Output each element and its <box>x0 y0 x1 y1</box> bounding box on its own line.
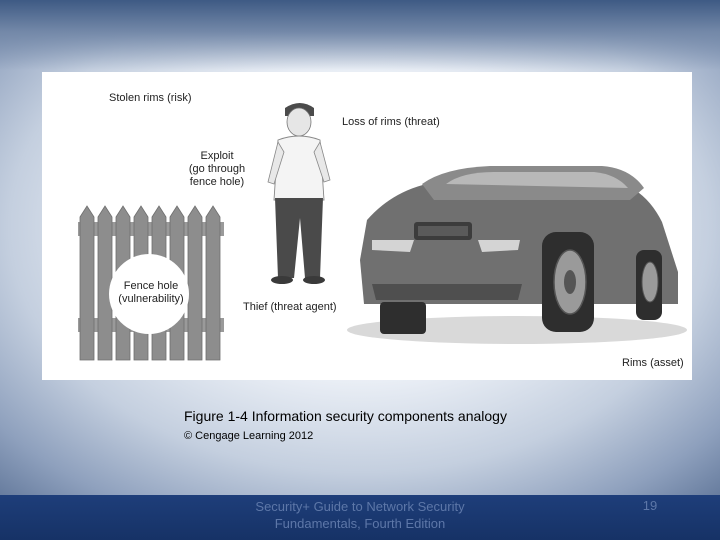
thief-figure <box>268 103 330 284</box>
label-fence-hole: Fence hole (vulnerability) <box>106 280 196 306</box>
figure-caption: Figure 1-4 Information security componen… <box>184 408 507 424</box>
label-loss-of-rims: Loss of rims (threat) <box>342 116 440 129</box>
label-rims-asset: Rims (asset) <box>622 357 684 370</box>
label-exploit: Exploit (go through fence hole) <box>180 150 254 189</box>
page-number: 19 <box>630 498 670 513</box>
car-graphic <box>347 166 687 344</box>
slide-top-band <box>0 0 720 70</box>
footer-title: Security+ Guide to Network Security Fund… <box>250 498 470 532</box>
label-thief: Thief (threat agent) <box>243 301 337 314</box>
figure-credit: © Cengage Learning 2012 <box>184 430 313 442</box>
slide-footer: Security+ Guide to Network Security Fund… <box>0 495 720 540</box>
label-stolen-rims: Stolen rims (risk) <box>109 92 192 105</box>
figure-illustration: Stolen rims (risk) Loss of rims (threat)… <box>42 72 692 380</box>
